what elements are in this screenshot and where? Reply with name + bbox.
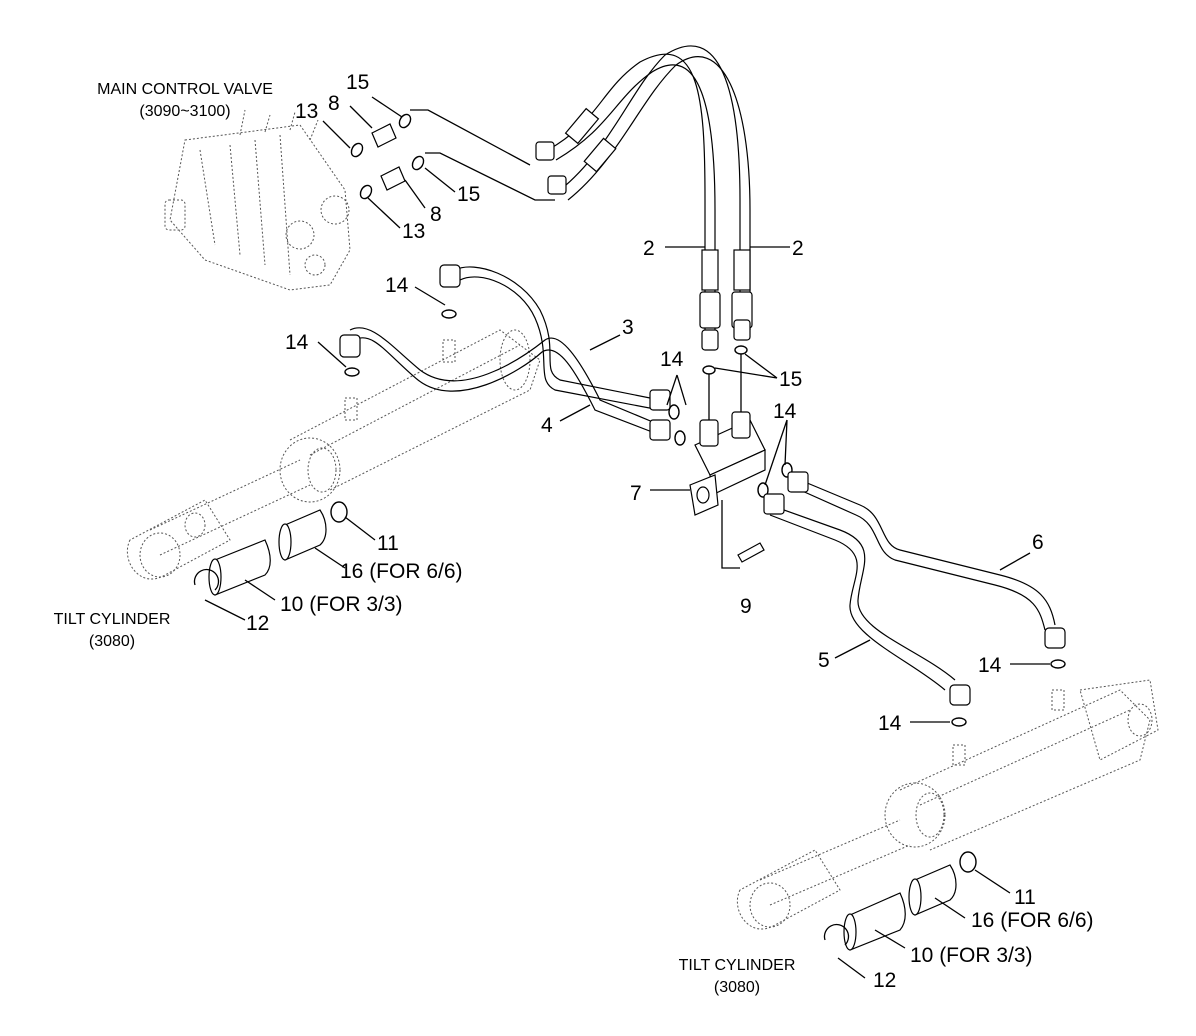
- callout-14: 14: [660, 348, 684, 371]
- callout-5: 5: [818, 649, 830, 672]
- central-distribution-block: [668, 345, 793, 569]
- callout-11: 11: [377, 532, 399, 555]
- fitting-leader-lines: [410, 109, 555, 201]
- o-rings-14: [344, 309, 1066, 727]
- callout-8: 8: [328, 92, 340, 115]
- callout-leaders: [204, 96, 1050, 979]
- callout-14: 14: [978, 654, 1002, 677]
- callout-6: 6: [1032, 531, 1044, 554]
- main-control-valve-drawing: [164, 109, 351, 291]
- callout-14: 14: [878, 712, 902, 735]
- callout-10-for-3-3: 10 (FOR 3/3): [280, 593, 403, 616]
- callout-14: 14: [285, 331, 309, 354]
- right-pin-and-bushings: [823, 851, 977, 951]
- tilt-cylinder-right-label: TILT CYLINDER: [679, 957, 796, 974]
- callout-12: 12: [246, 612, 269, 635]
- callout-7: 7: [630, 482, 642, 505]
- left-tilt-cylinder-drawing: [126, 329, 541, 580]
- callout-14: 14: [773, 400, 797, 423]
- callout-12: 12: [873, 969, 896, 992]
- left-pin-and-bushings: [193, 501, 348, 596]
- component-captions: MAIN CONTROL VALVE (3090~3100) TILT CYLI…: [54, 81, 796, 996]
- callout-15: 15: [457, 183, 480, 206]
- tilt-cylinder-right-ref: (3080): [714, 979, 760, 996]
- callout-4: 4: [541, 414, 553, 437]
- callout-numbers: 15 8 13 15 8 13 2 2 14 14 3 14 15 4 14 7…: [246, 71, 1094, 992]
- callout-3: 3: [622, 316, 634, 339]
- hose-5-and-6: [763, 471, 1066, 706]
- callout-16-for-6-6: 16 (FOR 6/6): [971, 909, 1094, 932]
- main-control-valve-label: MAIN CONTROL VALVE: [97, 81, 273, 98]
- tilt-cylinder-left-ref: (3080): [89, 633, 135, 650]
- main-control-valve-ref: (3090~3100): [139, 103, 230, 120]
- callout-13: 13: [295, 100, 318, 123]
- callout-10-for-3-3: 10 (FOR 3/3): [910, 944, 1033, 967]
- callout-15: 15: [779, 368, 802, 391]
- callout-8: 8: [430, 203, 442, 226]
- callout-9: 9: [740, 595, 752, 618]
- valve-port-fittings: [350, 113, 425, 200]
- callout-2: 2: [792, 237, 804, 260]
- tilt-cylinder-left-label: TILT CYLINDER: [54, 611, 171, 628]
- right-tilt-cylinder-drawing: [736, 679, 1159, 930]
- callout-14: 14: [385, 274, 409, 297]
- callout-15: 15: [346, 71, 369, 94]
- hose-2-pair: [535, 45, 753, 351]
- callout-13: 13: [402, 220, 425, 243]
- callout-16-for-6-6: 16 (FOR 6/6): [340, 560, 463, 583]
- callout-2: 2: [643, 237, 655, 260]
- hose-3-and-4: [339, 264, 671, 441]
- callout-11: 11: [1014, 886, 1036, 909]
